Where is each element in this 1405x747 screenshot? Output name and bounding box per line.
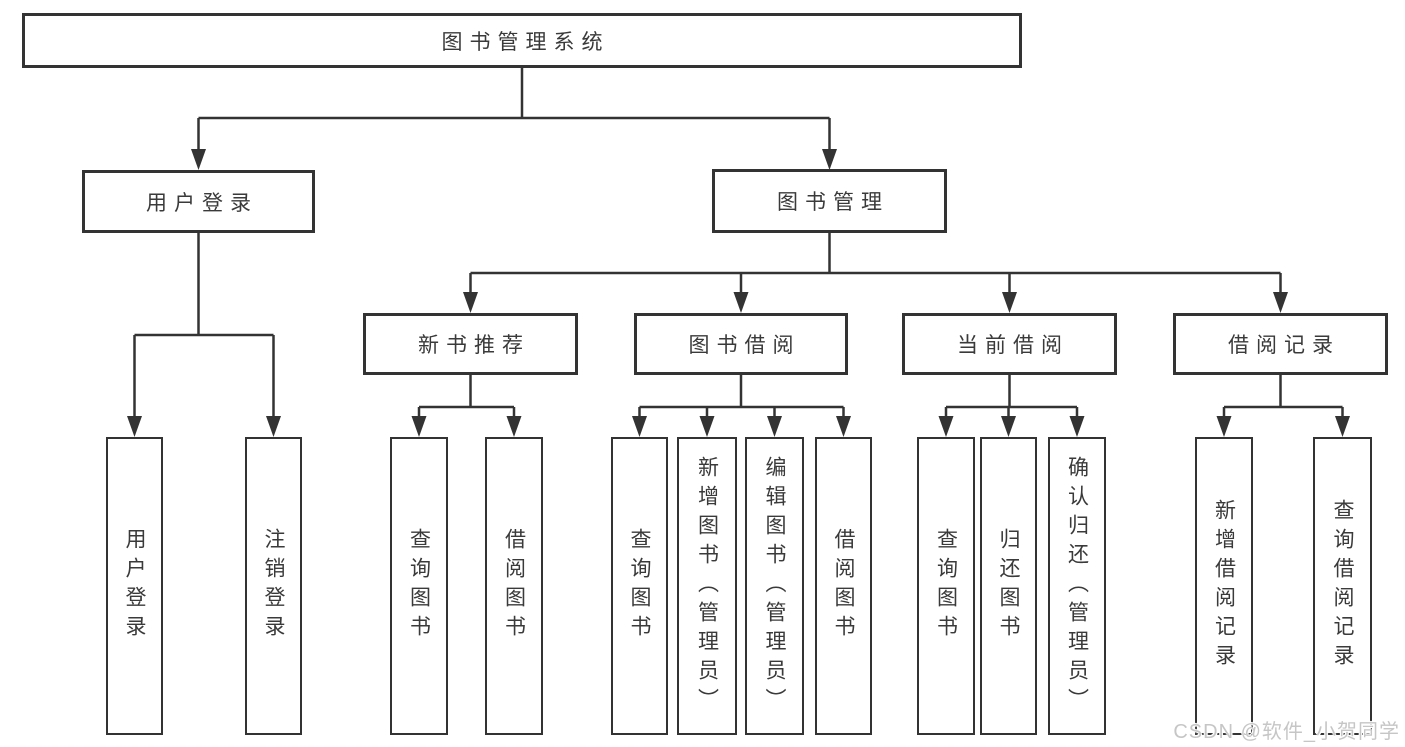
watermark: CSDN @软件_小贺同学 (1173, 721, 1400, 743)
arrowhead-icon (767, 416, 782, 437)
node-label: 新增借阅记录 (1212, 499, 1236, 673)
node-label: 查询图书 (628, 528, 651, 644)
node-new-book-recommendation: 新书推荐 (363, 313, 578, 375)
node-leaf-confirm-return-admin: 确认归还（管理员） (1048, 437, 1106, 735)
arrowhead-icon (1335, 416, 1350, 437)
node-label: 注销登录 (262, 528, 285, 644)
node-leaf-return-books: 归还图书 (980, 437, 1037, 735)
edge-root-to-level2 (197, 68, 831, 152)
node-label: 借阅图书 (502, 528, 526, 644)
edge-user-login-to-leaves (133, 233, 275, 420)
node-library-management-system: 图书管理系统 (22, 13, 1022, 68)
edge-current-borrow-to-leaves (944, 375, 1079, 420)
node-leaf-query-books-current: 查询图书 (917, 437, 975, 735)
node-leaf-query-books-borrow: 查询图书 (611, 437, 668, 735)
edge-new-book-rec-to-leaves (417, 375, 516, 420)
node-label: 归还图书 (997, 528, 1020, 644)
node-label: 借阅记录 (1228, 334, 1340, 357)
node-label: 图书借阅 (688, 334, 801, 357)
arrowhead-icon (1002, 292, 1017, 313)
edge-book-borrow-to-leaves (638, 375, 845, 420)
node-label: 确认归还（管理员） (1065, 455, 1089, 717)
arrowhead-icon (822, 149, 837, 170)
node-leaf-add-borrow-record: 新增借阅记录 (1195, 437, 1253, 735)
arrowhead-icon (938, 416, 954, 437)
arrowhead-icon (411, 416, 427, 437)
node-leaf-edit-books-admin: 编辑图书（管理员） (745, 437, 804, 735)
arrowhead-icon (506, 416, 522, 437)
node-leaf-user-login: 用户登录 (106, 437, 163, 735)
arrowhead-icon (1273, 292, 1288, 313)
node-book-borrowing: 图书借阅 (634, 313, 848, 375)
node-label: 图书管理系统 (441, 30, 610, 54)
node-label: 用户登录 (123, 528, 146, 644)
node-leaf-logout: 注销登录 (245, 437, 302, 735)
node-label: 查询图书 (934, 528, 958, 644)
node-label: 新增图书（管理员） (695, 455, 719, 717)
node-leaf-query-books-rec: 查询图书 (390, 437, 448, 735)
node-label: 新书推荐 (418, 334, 530, 357)
node-book-management: 图书管理 (712, 169, 947, 233)
node-label: 图书管理 (777, 191, 889, 214)
tree-edges (133, 68, 1344, 420)
node-leaf-add-books-admin: 新增图书（管理员） (677, 437, 737, 735)
arrowhead-icon (463, 292, 478, 313)
edge-book-mgmt-to-level3 (469, 233, 1282, 296)
arrowhead-icon (733, 292, 749, 313)
edge-borrow-records-to-leaves (1222, 375, 1344, 420)
arrowhead-icon (699, 416, 715, 437)
node-current-borrowing: 当前借阅 (902, 313, 1117, 375)
node-leaf-query-borrow-record: 查询借阅记录 (1313, 437, 1372, 735)
node-user-login-branch: 用户登录 (82, 170, 315, 233)
node-leaf-borrow-books-rec: 借阅图书 (485, 437, 543, 735)
node-label: 查询图书 (407, 528, 431, 644)
node-borrowing-records: 借阅记录 (1173, 313, 1388, 375)
node-label: 用户登录 (146, 191, 258, 215)
arrowheads (127, 149, 1350, 437)
arrowhead-icon (191, 149, 206, 170)
arrowhead-icon (1001, 416, 1016, 437)
arrowhead-icon (266, 416, 281, 437)
arrowhead-icon (836, 416, 851, 437)
node-leaf-borrow-books: 借阅图书 (815, 437, 872, 735)
arrowhead-icon (127, 416, 142, 437)
node-label: 当前借阅 (957, 334, 1069, 357)
node-label: 查询借阅记录 (1331, 499, 1354, 673)
arrowhead-icon (1216, 416, 1232, 437)
node-label: 编辑图书（管理员） (763, 455, 786, 717)
arrowhead-icon (1069, 416, 1085, 437)
arrowhead-icon (632, 416, 647, 437)
node-label: 借阅图书 (832, 528, 855, 644)
